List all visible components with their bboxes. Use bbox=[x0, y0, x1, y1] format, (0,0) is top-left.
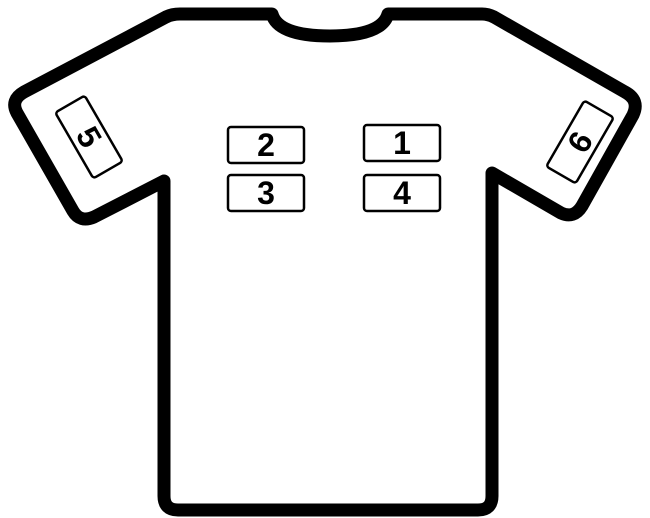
label-box-3: 3 bbox=[228, 175, 304, 211]
label-4-text: 4 bbox=[393, 175, 411, 211]
label-box-2: 2 bbox=[228, 127, 304, 163]
label-box-4: 4 bbox=[364, 175, 440, 211]
label-3-text: 3 bbox=[257, 175, 275, 211]
tshirt-outline bbox=[15, 14, 636, 510]
label-2-text: 2 bbox=[257, 127, 275, 163]
label-box-1: 1 bbox=[364, 125, 440, 161]
label-1-text: 1 bbox=[393, 125, 411, 161]
